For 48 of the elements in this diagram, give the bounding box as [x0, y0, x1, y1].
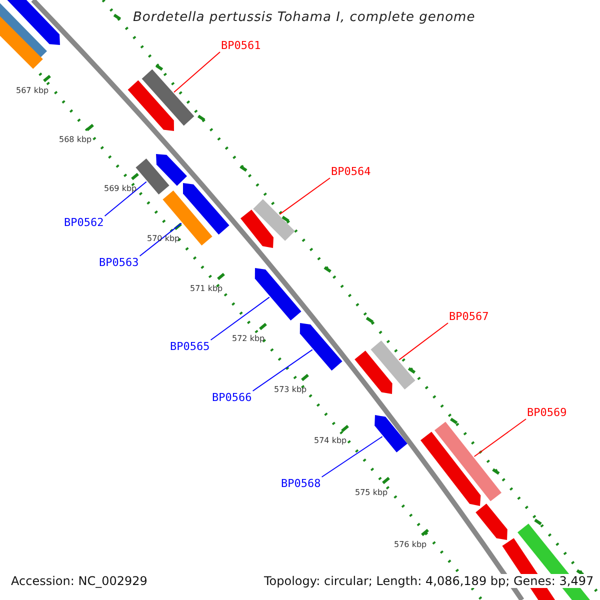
gene-label: BP0564 — [331, 166, 371, 177]
pointed-gene-block — [156, 154, 187, 186]
leader-line — [321, 436, 383, 478]
pointed-gene-block — [354, 350, 392, 394]
pointed-gene-block — [128, 80, 174, 131]
pointed-gene-block — [7, 0, 60, 45]
gene-block — [253, 199, 295, 241]
tick-label: 575 kbp — [355, 489, 388, 497]
leader-line — [174, 52, 220, 93]
gene-label: BP0568 — [281, 478, 321, 489]
footer-text: Topology: circular; Length: 4,086,189 bp; Genes: 3,497 — [262, 574, 596, 588]
leader-line — [104, 181, 147, 216]
tick-label: 574 kbp — [314, 437, 347, 445]
tick-label: 567 kbp — [16, 87, 49, 95]
gene-label: BP0565 — [170, 341, 210, 352]
pointed-gene-block — [420, 432, 481, 506]
gene-label: BP0566 — [212, 392, 252, 403]
tick-label: 571 kbp — [190, 285, 223, 293]
pointed-gene-block — [183, 183, 230, 235]
gene-label: BP0569 — [527, 407, 567, 418]
leader-line — [398, 322, 448, 360]
leader-line — [139, 222, 182, 256]
tick-label: 570 kbp — [147, 235, 180, 243]
map-title: Bordetella pertussis Tohama I, complete genome — [133, 11, 476, 24]
gene-label: BP0561 — [221, 40, 261, 51]
tick-label: 573 kbp — [274, 386, 307, 394]
leader-line — [210, 296, 270, 340]
gene-block — [136, 158, 170, 194]
leader-line — [279, 178, 330, 215]
pointed-gene-block — [300, 323, 342, 371]
pointed-gene-block — [254, 268, 302, 320]
gene-label: BP0563 — [99, 257, 139, 268]
tick-label: 572 kbp — [232, 335, 265, 343]
tick-label: 576 kbp — [394, 541, 427, 549]
tick-label: 568 kbp — [59, 136, 92, 144]
tick-label: 569 kbp — [104, 185, 137, 193]
gene-block — [162, 190, 212, 246]
footer-text: Accession: NC_002929 — [9, 574, 150, 588]
gene-label: BP0562 — [64, 217, 104, 228]
gene-block — [434, 422, 502, 502]
leader-line — [252, 349, 313, 392]
gene-label: BP0567 — [449, 311, 489, 322]
pointed-gene-block — [476, 504, 508, 540]
pointed-gene-block — [240, 210, 274, 248]
pointed-gene-block — [374, 415, 408, 452]
gene-block — [142, 69, 194, 126]
gene-block — [370, 340, 416, 390]
leader-line — [474, 418, 526, 457]
